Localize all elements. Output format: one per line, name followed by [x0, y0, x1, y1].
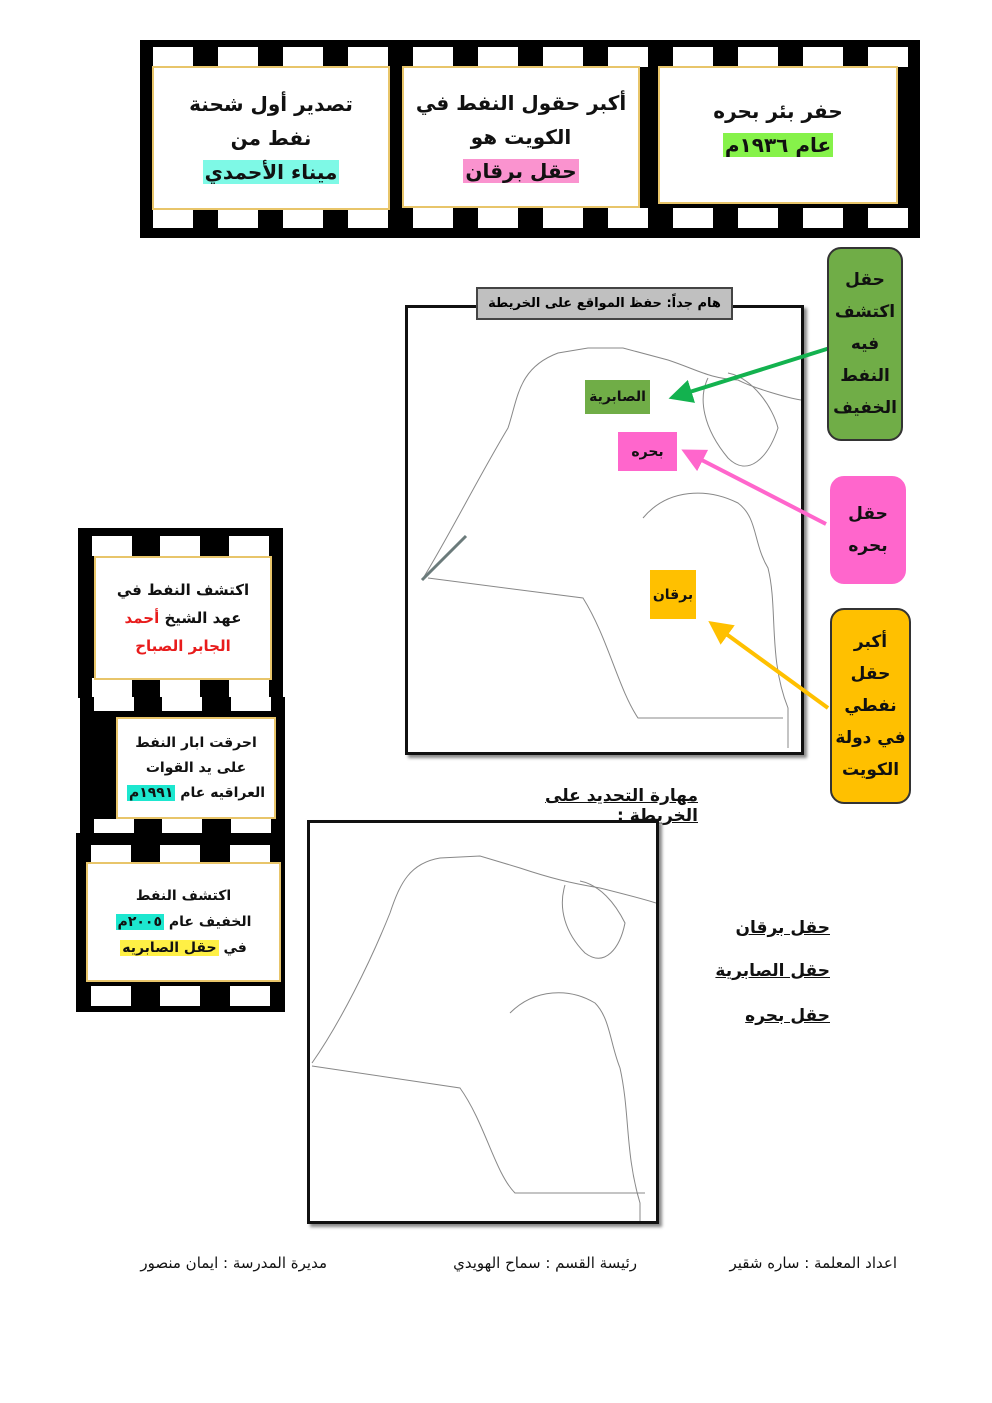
callout-light-oil-field: حقل اكتشف فيه النفط الخفيف: [827, 247, 903, 441]
map-label-sabriya: الصابرية: [585, 380, 650, 414]
card-light-oil: اكتشف النفط الخفيف عام ٢٠٠٥م في حقل الصا…: [86, 862, 281, 982]
map-kuwait-labeled: [405, 305, 804, 755]
highlight-ahmadi-port: ميناء الأحمدي: [202, 160, 340, 184]
card-text-red: الجابر الصباح: [135, 637, 231, 655]
card-text: العراقيه عام: [180, 784, 266, 801]
highlight-sabriya: حقل الصابريه: [120, 940, 219, 956]
highlight-1936: عام ١٩٣٦م: [722, 133, 834, 157]
card-text: احرقت ابار النفط: [135, 734, 257, 751]
callout-text: فيه: [850, 334, 880, 354]
card-text: نفط من: [230, 126, 312, 150]
callout-text: أكبر: [853, 632, 888, 652]
callout-text: الكويت: [841, 760, 900, 780]
footer-teacher: اعداد المعلمة : ساره شقير: [729, 1254, 898, 1272]
card-first-export: تصدير أول شحنة نفط من ميناء الأحمدي: [152, 66, 390, 210]
card-text: عهد الشيخ: [164, 609, 242, 627]
card-text-red: أحمد: [124, 609, 160, 627]
card-text: الكويت هو: [470, 125, 572, 149]
callout-text: نفطي: [844, 696, 897, 716]
card-text: اكتشف النفط: [135, 888, 232, 904]
highlight-2005: ٢٠٠٥م: [115, 914, 164, 930]
callout-text: بحره: [848, 536, 888, 556]
card-bahra-well: حفر بئر بحره عام ١٩٣٦م: [658, 66, 898, 204]
callout-text: حقل: [850, 664, 891, 684]
map-label-burgan: برقان: [650, 570, 696, 619]
card-text: تصدير أول شحنة: [189, 92, 353, 116]
list-item-bahra: حقل بحره: [745, 1006, 830, 1026]
callout-text: النفط: [840, 366, 890, 386]
footer-department-head: رئيسة القسم : سماح الهويدي: [453, 1254, 637, 1272]
map-label-bahra: بحره: [618, 432, 677, 471]
callout-text: اكتشف: [834, 302, 896, 322]
card-discovery-era: اكتشف النفط في عهد الشيخ أحمد الجابر الص…: [94, 556, 272, 680]
list-item-burgan: حقل برقان: [735, 918, 830, 938]
card-burned-wells: احرقت ابار النفط على يد القوات العراقيه …: [116, 717, 276, 819]
card-text: أكبر حقول النفط في: [415, 91, 627, 115]
footer-principal: مديرة المدرسة : ايمان منصور: [140, 1254, 327, 1272]
card-text: حفر بئر بحره: [713, 99, 843, 123]
kuwait-map-outline-blank: [311, 855, 656, 1221]
card-text: الخفيف عام: [168, 914, 252, 930]
callout-bahra-field: حقل بحره: [830, 476, 906, 584]
callout-largest-field: أكبر حقل نفطي في دولة الكويت: [830, 608, 911, 804]
callout-text: حقل: [848, 504, 888, 524]
kuwait-map-outline: [420, 347, 801, 748]
map-kuwait-blank: [307, 820, 659, 1224]
callout-text: حقل: [845, 270, 885, 290]
card-largest-field: أكبر حقول النفط في الكويت هو حقل برقان: [402, 66, 640, 208]
map-title-bar: هام جداً: حفظ المواقع على الخريطة: [476, 287, 733, 320]
list-item-sabriya: حقل الصابرية: [715, 961, 830, 981]
card-text: اكتشف النفط في: [116, 581, 250, 599]
callout-text: في دولة: [835, 728, 906, 748]
card-text: على يد القوات: [145, 759, 247, 776]
card-text: في: [223, 940, 247, 956]
highlight-burgan: حقل برقان: [463, 159, 579, 183]
callout-text: الخفيف: [833, 398, 897, 418]
highlight-1991: ١٩٩١م: [126, 784, 176, 801]
